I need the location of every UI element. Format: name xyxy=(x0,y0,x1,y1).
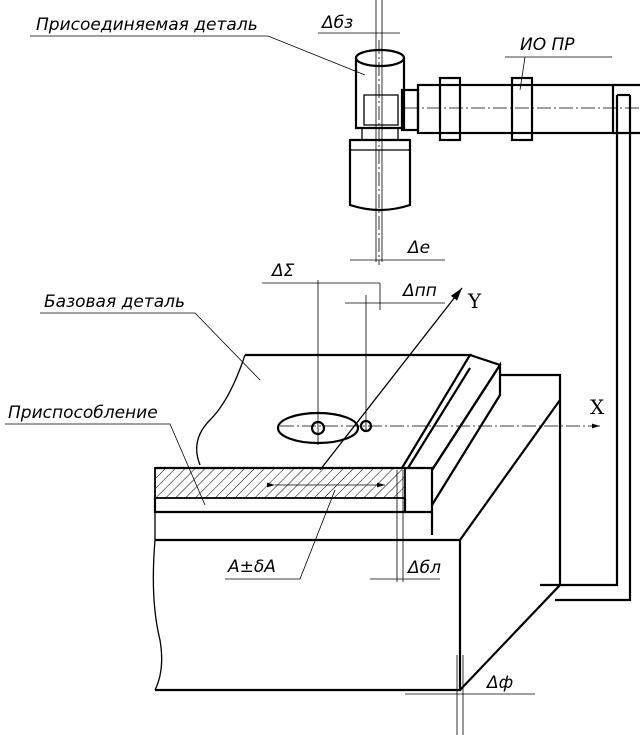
label-delta-bz: Δбз xyxy=(320,13,353,33)
dimension-lines xyxy=(262,0,535,735)
leader-lines xyxy=(5,35,612,580)
label-axis-y: Y xyxy=(467,289,482,313)
fixture-drawing xyxy=(152,361,562,692)
label-base-part: Базовая деталь xyxy=(44,292,185,312)
label-delta-pp: Δпп xyxy=(401,281,437,301)
label-delta-f: Δф xyxy=(485,673,513,693)
label-delta-bl: Δбл xyxy=(406,558,441,578)
attached-part-drawing xyxy=(348,48,420,212)
label-delta-sigma: ΔΣ xyxy=(270,261,295,281)
label-fixture: Приспособление xyxy=(8,403,158,423)
robot-arm-drawing xyxy=(405,76,640,602)
label-delta-e: Δe xyxy=(406,238,430,258)
label-attached-part: Присоединяемая деталь xyxy=(36,15,258,35)
y-axis-line xyxy=(319,287,463,471)
label-dimension-a: A±δA xyxy=(227,557,276,577)
label-axis-x: X xyxy=(590,395,605,419)
label-io-pr: ИО ПР xyxy=(520,35,575,55)
